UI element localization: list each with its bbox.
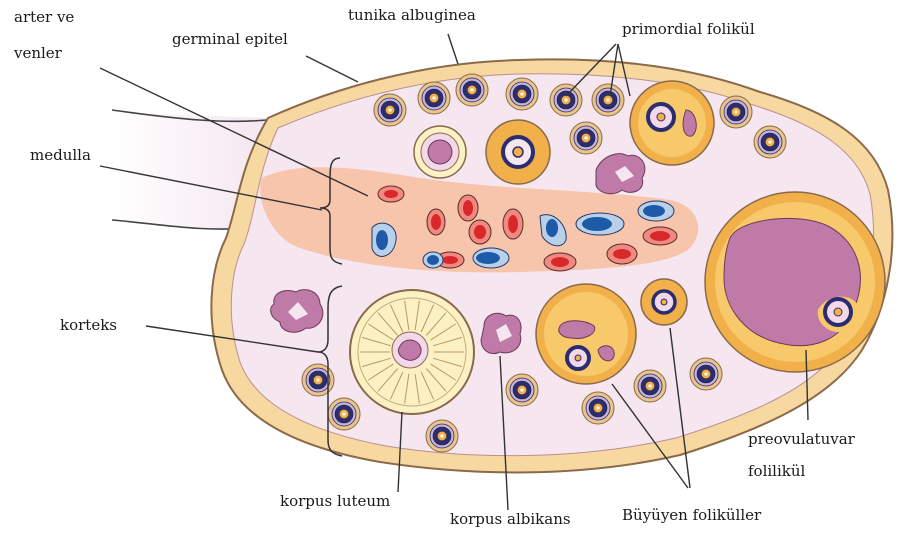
primordial-follicle <box>592 84 624 116</box>
label-medulla: medulla <box>30 146 91 164</box>
label-arter-ve: arter ve <box>14 8 74 26</box>
secondary-follicle-small <box>641 279 687 325</box>
vein <box>473 248 509 268</box>
label-korpus-albikans: korpus albikans <box>450 510 571 528</box>
preovulatory-follicle <box>705 192 885 372</box>
artery <box>458 195 478 221</box>
leader-tunika-albuginea <box>448 34 458 64</box>
label-primordial-folikul: primordial folikül <box>622 20 755 38</box>
tertiary-follicle <box>630 81 714 165</box>
artery <box>544 253 576 271</box>
primordial-follicle <box>754 126 786 158</box>
primordial-follicle <box>374 94 406 126</box>
corpus-albicans <box>481 313 521 353</box>
secondary-follicle <box>486 120 550 184</box>
leader-germinal-epitel <box>306 56 358 82</box>
label-tunika-albuginea: tunika albuginea <box>348 6 476 24</box>
label-buyuyen-folikuller: Büyüyen foliküller <box>622 506 761 524</box>
label-korpus-luteum: korpus luteum <box>280 492 390 510</box>
label-folilikul: folilikül <box>748 462 805 480</box>
artery <box>607 244 637 264</box>
artery <box>427 209 445 235</box>
growing-follicle <box>414 126 466 178</box>
primordial-follicle <box>506 374 538 406</box>
artery <box>469 220 491 244</box>
primordial-follicle <box>720 96 752 128</box>
primordial-follicle <box>506 78 538 110</box>
artery <box>643 227 677 245</box>
vein <box>576 213 624 235</box>
primordial-follicle <box>456 74 488 106</box>
primordial-follicle <box>302 364 334 396</box>
primordial-follicle <box>570 122 602 154</box>
primordial-follicle <box>426 420 458 452</box>
vein <box>638 201 674 221</box>
primordial-follicle <box>418 82 450 114</box>
label-venler: venler <box>14 44 62 62</box>
vein <box>423 252 443 268</box>
corpus-albicans <box>596 154 645 194</box>
primordial-follicle <box>634 370 666 402</box>
primordial-follicle <box>550 84 582 116</box>
corpus-luteum <box>350 290 474 414</box>
label-preovulatuvar: preovulatuvar <box>748 430 855 448</box>
antral-follicle <box>536 284 636 384</box>
artery <box>503 209 523 239</box>
label-korteks: korteks <box>60 316 117 334</box>
artery <box>378 186 404 202</box>
primordial-follicle <box>328 398 360 430</box>
label-germinal-epitel: germinal epitel <box>172 30 288 48</box>
primordial-follicle <box>582 392 614 424</box>
primordial-follicle <box>690 358 722 390</box>
